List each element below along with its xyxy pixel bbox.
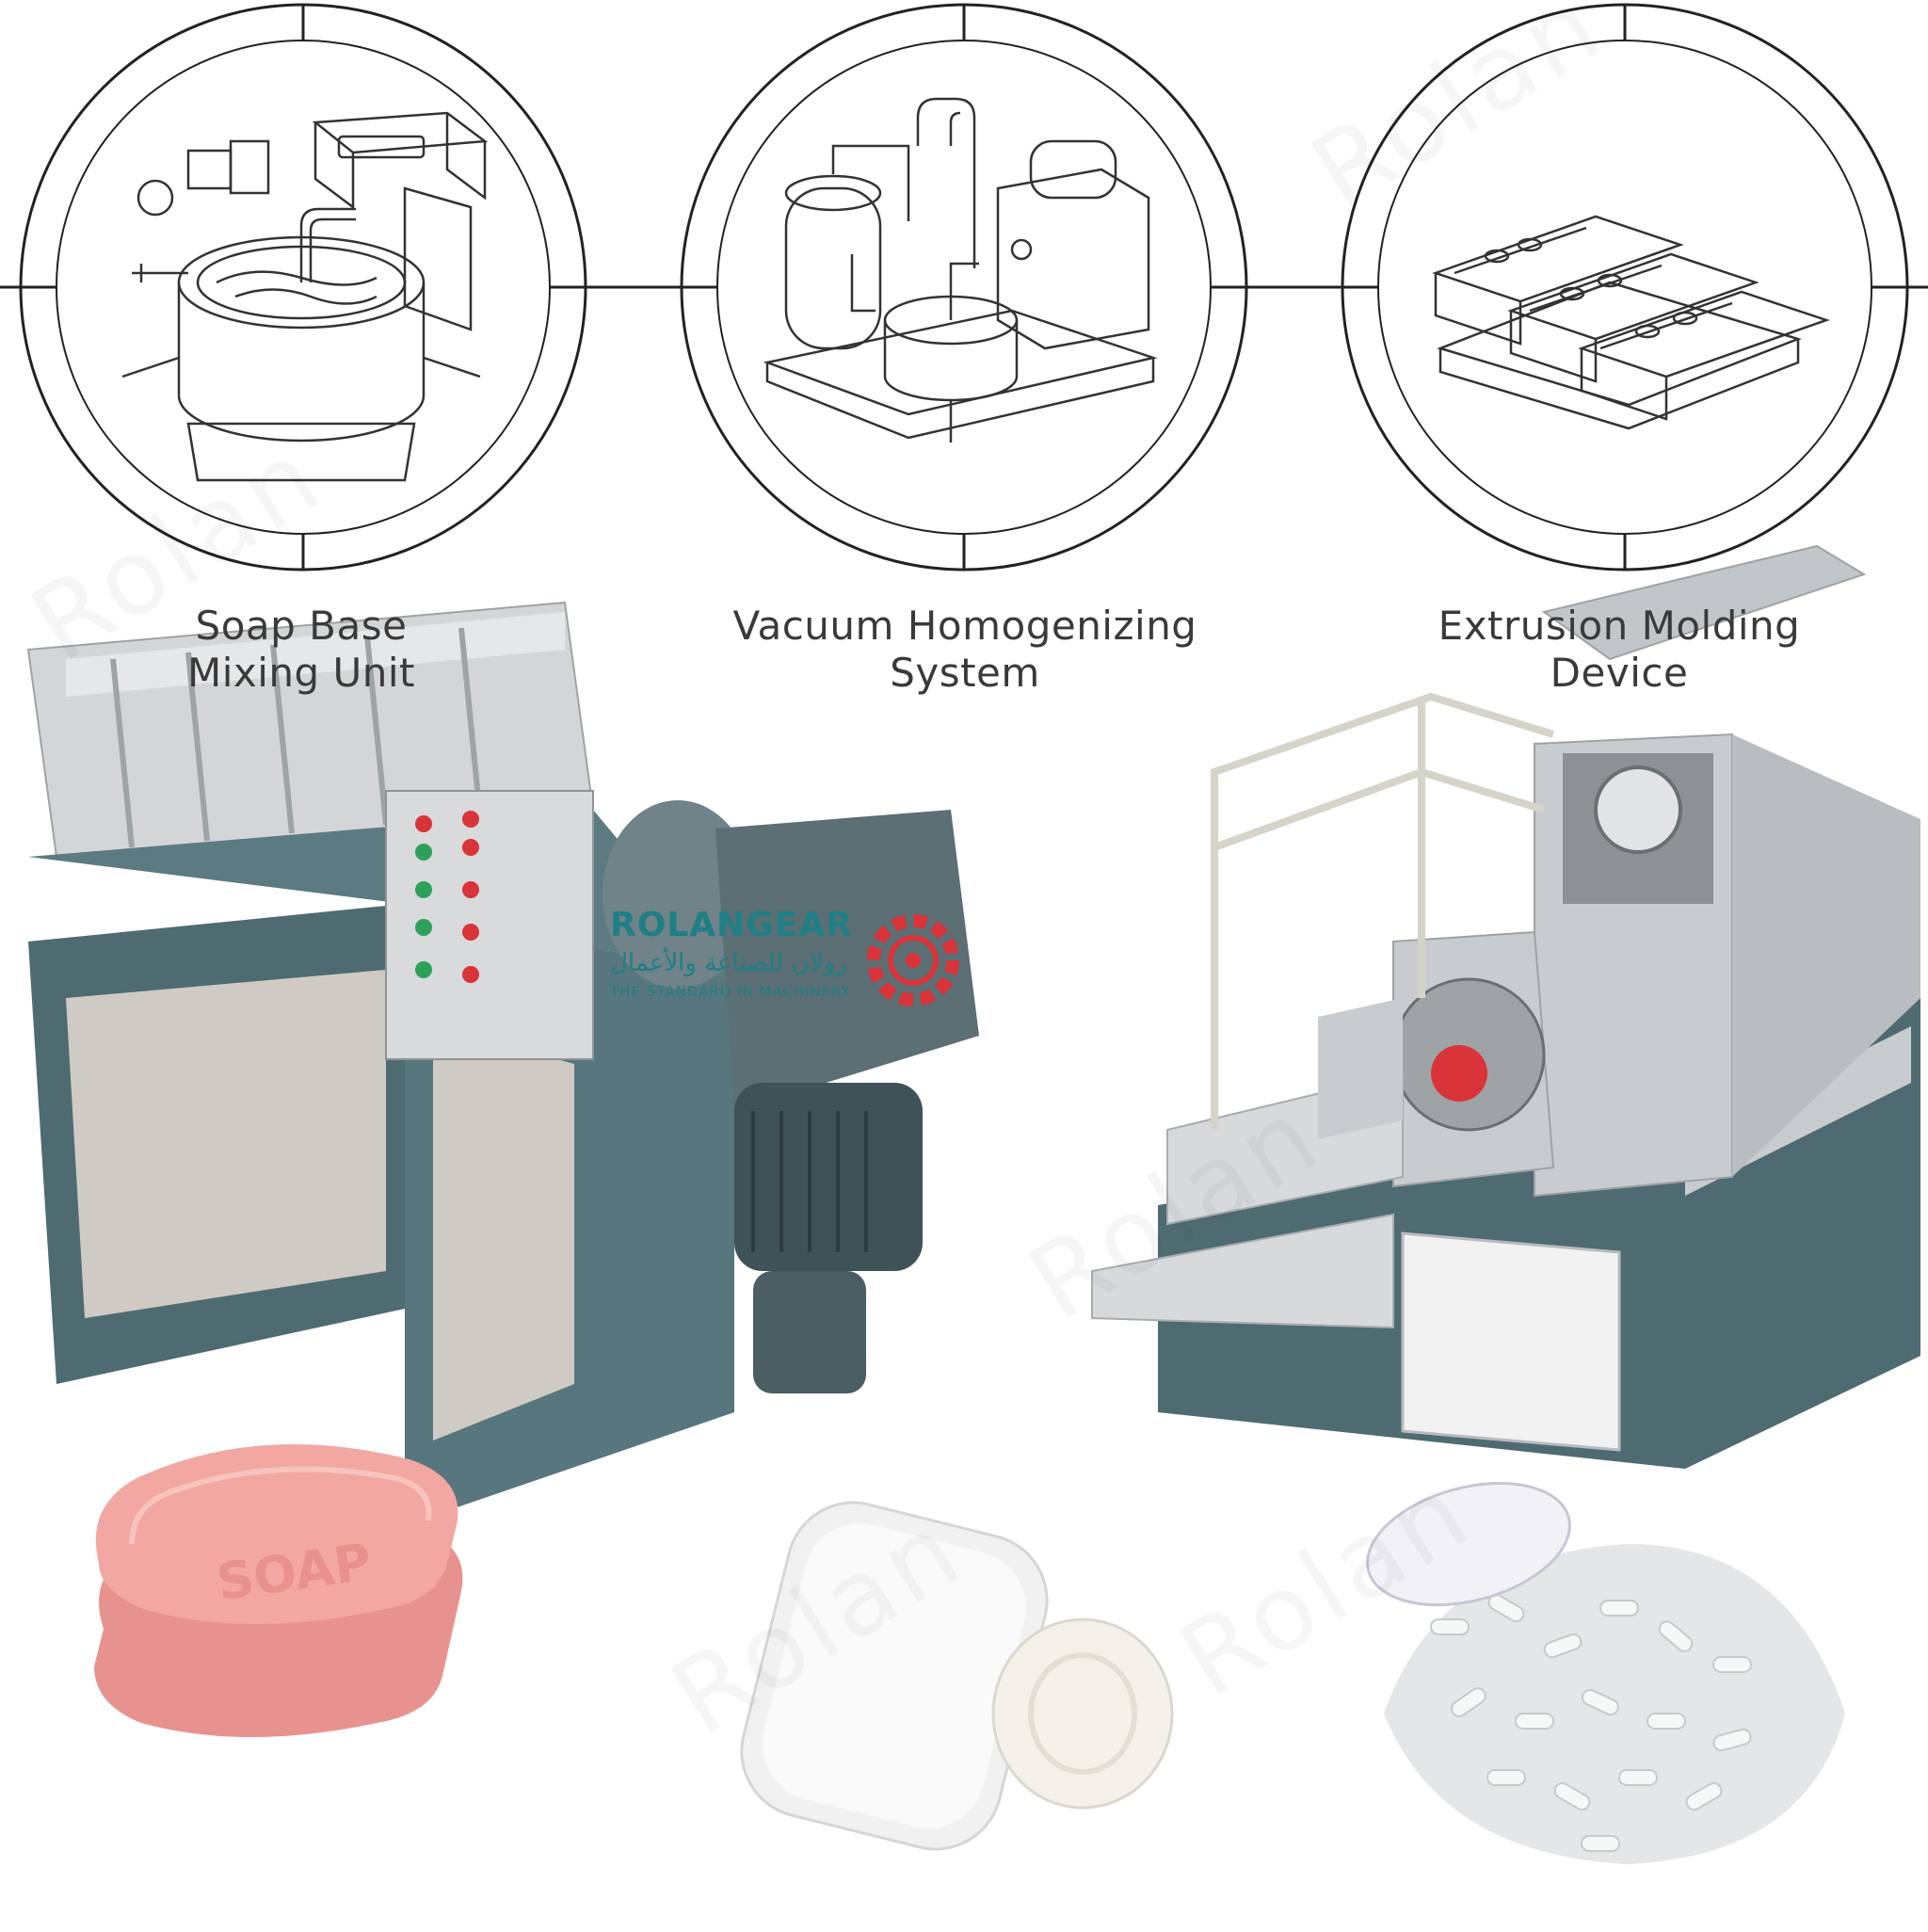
stage-circle-vacuum xyxy=(680,3,1248,572)
label-mixing-line1: Soap Base xyxy=(195,603,408,649)
mixing-machine-photo xyxy=(26,601,979,1525)
stage-circle-mixing xyxy=(19,3,587,572)
brand-logo: ROLANGEAR رولان للصناعة والأعمال THE STA… xyxy=(610,906,968,1009)
pink-soap-bars: SOAP xyxy=(94,1444,463,1737)
label-extrusion-device: Extrusion Molding Device xyxy=(1384,603,1855,697)
label-mixing-unit: Soap Base Mixing Unit xyxy=(141,603,461,697)
extrusion-machine-photo xyxy=(1091,544,1920,1469)
label-vacuum-system: Vacuum Homogenizing System xyxy=(697,603,1233,697)
label-vacuum-line1: Vacuum Homogenizing xyxy=(732,603,1197,649)
control-panel-buttons xyxy=(415,811,479,983)
gear-icon xyxy=(867,914,959,1006)
label-mixing-line2: Mixing Unit xyxy=(186,650,416,696)
label-extrusion-line2: Device xyxy=(1550,650,1689,696)
label-extrusion-line1: Extrusion Molding xyxy=(1438,603,1801,649)
soap-noodles-pile xyxy=(1366,1481,1845,1864)
vacuum-system-illustration xyxy=(763,97,1158,443)
brand-arabic: رولان للصناعة والأعمال xyxy=(610,949,847,977)
extrusion-mold-illustration xyxy=(1432,215,1830,430)
brand-tagline: THE STANDARD IN MACHINERY xyxy=(610,983,851,1000)
safety-railing xyxy=(1211,692,1555,1130)
label-vacuum-line2: System xyxy=(890,650,1040,696)
white-soap-bars xyxy=(740,1501,1174,1851)
stage-circle-extrusion xyxy=(1341,3,1909,572)
mixing-tank-illustration xyxy=(121,111,489,482)
brand-name: ROLANGEAR xyxy=(610,906,853,944)
